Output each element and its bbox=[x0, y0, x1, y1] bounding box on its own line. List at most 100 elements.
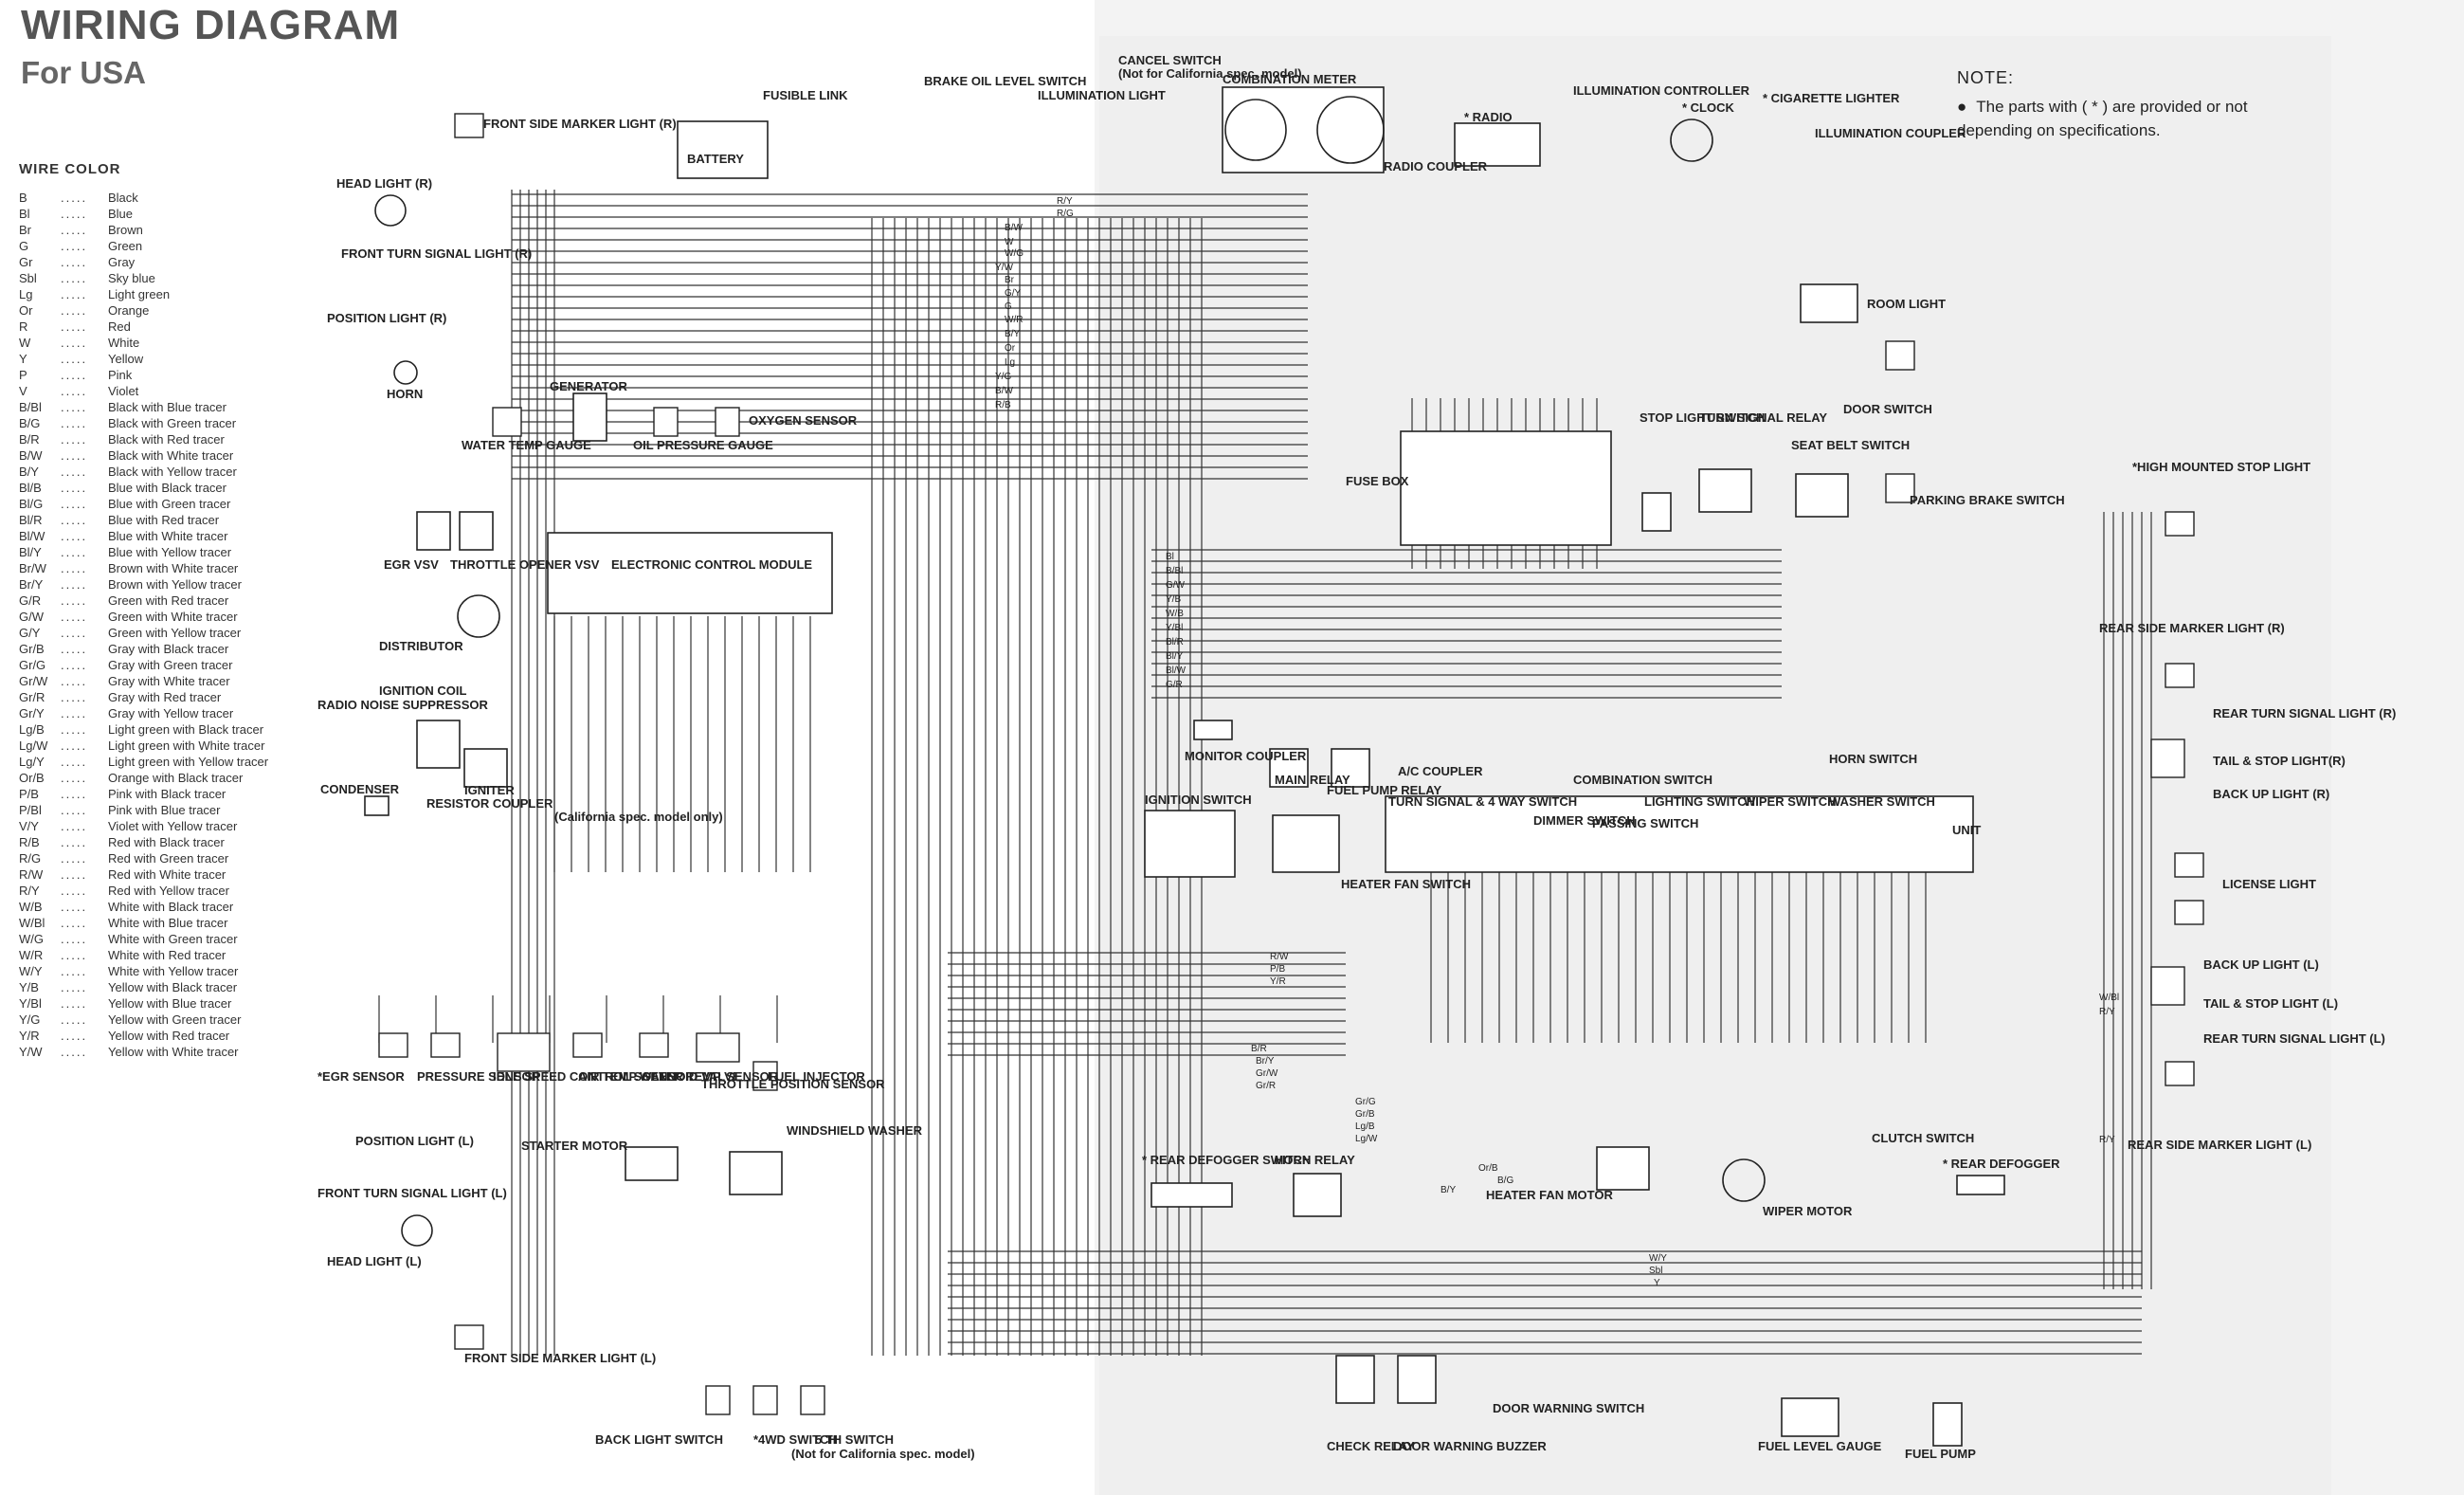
label-oil-pressure-gauge: OIL PRESSURE GAUGE bbox=[633, 438, 773, 452]
connector-coupler bbox=[1885, 340, 1915, 371]
label-egr-vsv: EGR VSV bbox=[384, 557, 439, 572]
wire-color-tag: Sbl bbox=[1649, 1266, 1662, 1276]
wire-color-desc: White with Black tracer bbox=[108, 900, 234, 914]
combination-meter-box bbox=[1222, 86, 1385, 173]
wire-color-code: V bbox=[19, 384, 27, 398]
connector-coupler bbox=[2174, 852, 2204, 878]
wire-color-dots: ..... bbox=[61, 916, 88, 930]
wire-color-code: Lg/Y bbox=[19, 755, 45, 769]
wire-color-row: Bl/W.....Blue with White tracer bbox=[19, 528, 332, 544]
label-front-turn-signal-r: FRONT TURN SIGNAL LIGHT (R) bbox=[341, 246, 532, 261]
wire-color-code: Gr/R bbox=[19, 690, 45, 704]
label-tail-stop-r: TAIL & STOP LIGHT(R) bbox=[2213, 754, 2346, 768]
head-light-l-icon bbox=[401, 1214, 433, 1247]
label-wiper-switch: WIPER SWITCH bbox=[1744, 794, 1837, 809]
wire-color-dots: ..... bbox=[61, 497, 88, 511]
wire-color-desc: Green with Red tracer bbox=[108, 593, 229, 608]
wire-color-dots: ..... bbox=[61, 255, 88, 269]
label-turn-signal-4way: TURN SIGNAL & 4 WAY SWITCH bbox=[1388, 794, 1577, 809]
fuse-box-symbol bbox=[1400, 430, 1612, 546]
wire-color-code: W/B bbox=[19, 900, 43, 914]
wire-color-tag: Gr/W bbox=[1256, 1068, 1278, 1079]
wire-color-code: P bbox=[19, 368, 27, 382]
igniter-box bbox=[463, 748, 508, 788]
wire-color-row: R/W.....Red with White tracer bbox=[19, 866, 332, 883]
fuel-level-gauge-box bbox=[1781, 1397, 1839, 1437]
wire-color-row: V/Y.....Violet with Yellow tracer bbox=[19, 818, 332, 834]
label-starter-motor: STARTER MOTOR bbox=[521, 1139, 628, 1153]
head-light-r-icon bbox=[374, 194, 407, 227]
label-clock: * CLOCK bbox=[1682, 100, 1735, 115]
wire-color-tag: Y/Bl bbox=[1166, 623, 1183, 633]
wire-color-code: W/Y bbox=[19, 964, 43, 978]
diagram-subtitle: For USA bbox=[21, 55, 146, 90]
wire-color-code: Lg/B bbox=[19, 722, 45, 737]
wire-color-desc: Orange with Black tracer bbox=[108, 771, 244, 785]
connector-coupler bbox=[2150, 966, 2185, 1006]
label-horn-relay: HORN RELAY bbox=[1275, 1153, 1355, 1167]
wire-color-row: W/Bl.....White with Blue tracer bbox=[19, 915, 332, 931]
wire-color-desc: Blue bbox=[108, 207, 134, 221]
wire-color-dots: ..... bbox=[61, 303, 88, 318]
wire-color-row: W/Y.....White with Yellow tracer bbox=[19, 963, 332, 979]
wire-color-dots: ..... bbox=[61, 448, 88, 463]
wire-color-row: Y/B.....Yellow with Black tracer bbox=[19, 979, 332, 995]
wire-color-tag: B/Y bbox=[1005, 329, 1020, 339]
fuel-pump-relay-box bbox=[1331, 748, 1370, 788]
wire-color-row: R.....Red bbox=[19, 319, 332, 335]
wire-color-dots: ..... bbox=[61, 980, 88, 994]
wire-color-row: Gr/R.....Gray with Red tracer bbox=[19, 689, 332, 705]
wire-color-code: Bl/W bbox=[19, 529, 45, 543]
wire-color-tag: Lg/W bbox=[1355, 1134, 1378, 1144]
wire-color-code: Bl bbox=[19, 207, 30, 221]
wire-color-code: B bbox=[19, 191, 27, 205]
wire-color-code: Or/B bbox=[19, 771, 45, 785]
wire-color-desc: Gray bbox=[108, 255, 136, 269]
label-california-note: (California spec. model only) bbox=[554, 810, 723, 824]
wire-color-row: Gr/Y.....Gray with Yellow tracer bbox=[19, 705, 332, 721]
wire-color-code: G/W bbox=[19, 610, 44, 624]
label-rear-turn-signal-r: REAR TURN SIGNAL LIGHT (R) bbox=[2213, 706, 2396, 720]
label-back-up-r: BACK UP LIGHT (R) bbox=[2213, 787, 2329, 801]
label-seat-belt-switch: SEAT BELT SWITCH bbox=[1791, 438, 1910, 452]
label-room-light: ROOM LIGHT bbox=[1867, 297, 1946, 311]
tachometer-dial-icon bbox=[1316, 96, 1385, 164]
connector-coupler bbox=[430, 1032, 461, 1058]
label-ignition-switch: IGNITION SWITCH bbox=[1145, 793, 1252, 807]
label-check-relay: CHECK RELAY bbox=[1327, 1439, 1415, 1453]
wire-color-desc: Light green with Yellow tracer bbox=[108, 755, 269, 769]
wire-color-tag: Y/R bbox=[1270, 976, 1286, 987]
connector-coupler bbox=[715, 407, 740, 437]
wiper-motor-icon bbox=[1722, 1158, 1766, 1202]
connector-coupler bbox=[752, 1061, 778, 1091]
wire-color-dots: ..... bbox=[61, 996, 88, 1011]
wire-color-code: Or bbox=[19, 303, 33, 318]
label-fuel-injector: FUEL INJECTOR bbox=[768, 1069, 865, 1084]
condenser-box bbox=[364, 795, 390, 816]
label-front-side-marker-l: FRONT SIDE MARKER LIGHT (L) bbox=[464, 1351, 656, 1365]
wire-color-code: Gr/G bbox=[19, 658, 46, 672]
label-door-warning-buzzer: DOOR WARNING BUZZER bbox=[1393, 1439, 1547, 1453]
wire-color-tag: R/B bbox=[995, 400, 1011, 410]
note-title: NOTE: bbox=[1957, 68, 2015, 87]
wire-color-dots: ..... bbox=[61, 191, 88, 205]
wire-color-code: P/Bl bbox=[19, 803, 42, 817]
label-four-wd-switch: *4WD SWITCH bbox=[753, 1432, 838, 1447]
wire-color-row: W/G.....White with Green tracer bbox=[19, 931, 332, 947]
wire-color-desc: Black with White tracer bbox=[108, 448, 234, 463]
wire-color-dots: ..... bbox=[61, 384, 88, 398]
wire-color-desc: Black with Blue tracer bbox=[108, 400, 226, 414]
wire-color-desc: Green bbox=[108, 239, 143, 253]
connector-coupler bbox=[696, 1032, 740, 1063]
wire-color-code: G bbox=[19, 239, 29, 253]
wire-color-desc: Green with White tracer bbox=[108, 610, 238, 624]
wire-color-dots: ..... bbox=[61, 658, 88, 672]
connector-coupler bbox=[492, 407, 522, 437]
speedometer-dial-icon bbox=[1224, 99, 1287, 161]
wire-color-desc: Blue with White tracer bbox=[108, 529, 228, 543]
label-rear-side-marker-l: REAR SIDE MARKER LIGHT (L) bbox=[2128, 1138, 2311, 1152]
wire-color-desc: Gray with Red tracer bbox=[108, 690, 222, 704]
wire-color-desc: Blue with Green tracer bbox=[108, 497, 231, 511]
combination-switch-box bbox=[1385, 795, 1974, 873]
